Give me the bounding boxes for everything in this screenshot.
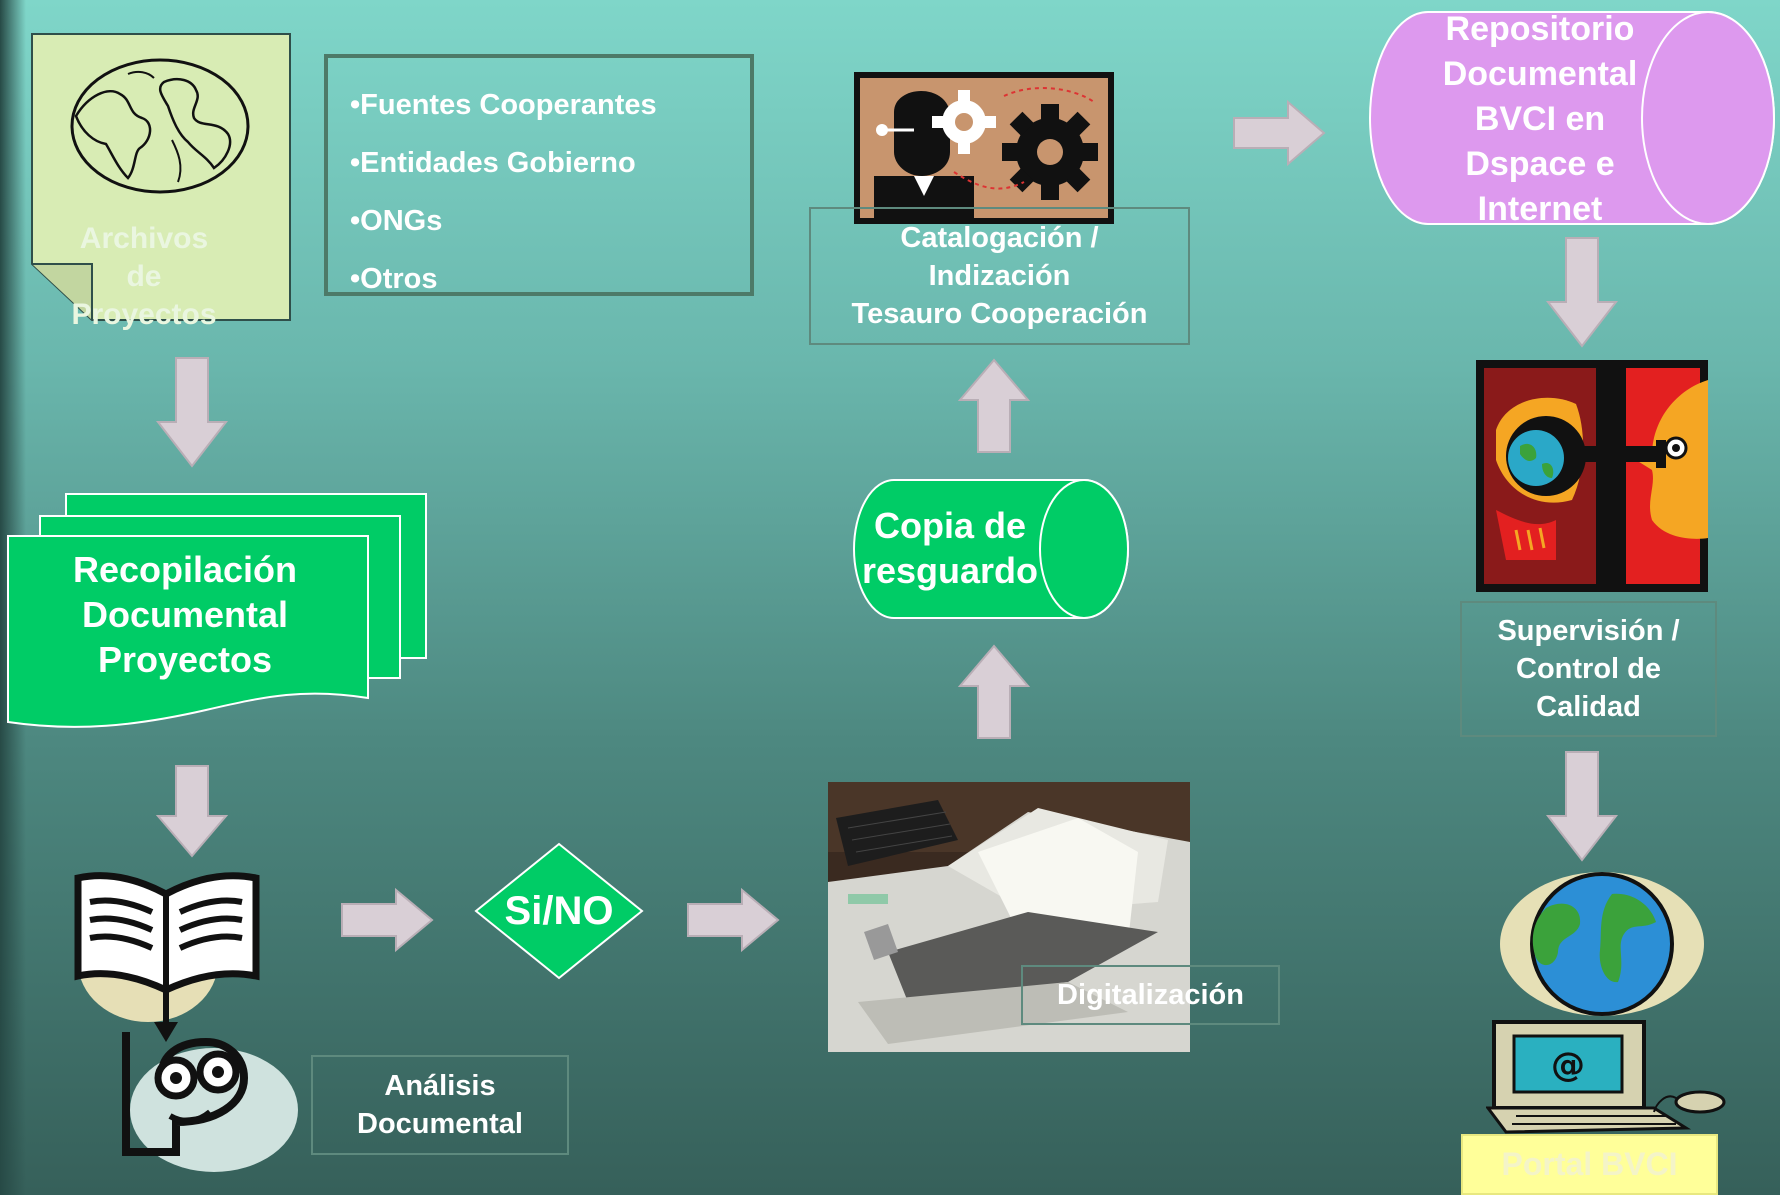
archivos-line-2: de: [126, 260, 162, 293]
analisis-line-2: Documental: [357, 1108, 523, 1140]
globe-icon: [70, 58, 250, 194]
arrow-up-1: [957, 644, 1031, 739]
arrow-up-2: [957, 358, 1031, 453]
repositorio-line-5: Internet: [1477, 189, 1603, 228]
analisis-line-1: Análisis: [384, 1070, 496, 1102]
catalogacion-line-2: Indización: [928, 260, 1071, 292]
source-item-2: •Entidades Gobierno: [350, 147, 636, 179]
catalogacion-line-1: Catalogación /: [900, 222, 1099, 254]
copia-line-1: Copia de: [873, 505, 1026, 546]
catalogacion-label-box: Catalogación / Indización Tesauro Cooper…: [809, 207, 1190, 345]
decision-diamond-shape: [474, 842, 644, 980]
archivos-label: Archivos de Proyectos: [44, 222, 244, 332]
arrow-right-3: [1233, 99, 1326, 167]
copia-line-2: resguardo: [861, 550, 1039, 591]
digitalizacion-label-box: Digitalización: [1021, 965, 1280, 1025]
repositorio-cylinder-shape: [1369, 11, 1775, 225]
recopilacion-line-3: Proyectos: [97, 638, 273, 680]
decision-label: Si/NO: [504, 888, 614, 933]
supervision-line-1: Supervisión /: [1497, 615, 1680, 647]
supervision-line-3: Calidad: [1536, 691, 1641, 723]
book-reader-icon: [74, 872, 298, 1172]
archivos-line-3: Proyectos: [71, 298, 217, 331]
sources-list-box: •Fuentes Cooperantes •Entidades Gobierno…: [324, 54, 754, 296]
arrow-right-1: [341, 887, 434, 953]
source-item-3: •ONGs: [350, 205, 443, 237]
catalogacion-line-3: Tesauro Cooperación: [851, 298, 1148, 330]
svg-text:@: @: [1551, 1045, 1585, 1085]
archivos-document-shape: [31, 33, 291, 321]
recopilacion-multidoc-shape: [7, 493, 427, 728]
analisis-label-box: Análisis Documental: [311, 1055, 569, 1155]
repositorio-line-3: BVCI en: [1474, 99, 1606, 138]
copia-cylinder-shape: [853, 479, 1129, 619]
repositorio-line-4: Dspace e: [1465, 144, 1615, 183]
source-item-4: •Otros: [350, 263, 438, 295]
arrow-down-2: [155, 765, 229, 858]
repositorio-line-2: Documental: [1442, 54, 1638, 93]
supervision-line-2: Control de: [1516, 653, 1661, 685]
archivos-line-1: Archivos: [79, 222, 209, 255]
arrow-down-4: [1545, 751, 1619, 862]
arrow-right-2: [687, 887, 780, 953]
arrow-down-1: [155, 357, 229, 468]
repositorio-line-1: Repositorio: [1445, 9, 1635, 48]
copia-label: Copia de resguardo: [840, 500, 1060, 596]
recopilacion-label: Recopilación Documental Proyectos: [20, 544, 350, 684]
scanner-photo: [828, 782, 1190, 1052]
supervision-label-box: Supervisión / Control de Calidad: [1460, 601, 1717, 737]
computer-globe-icon: @: [1486, 872, 1726, 1134]
gears-man-icon: [854, 72, 1114, 224]
arrow-down-3: [1545, 237, 1619, 348]
recopilacion-line-2: Documental: [81, 593, 289, 635]
source-item-1: •Fuentes Cooperantes: [350, 89, 657, 121]
portal-bvci-box: Portal BVCI: [1461, 1134, 1718, 1195]
telescope-icon: [1476, 360, 1708, 592]
recopilacion-line-1: Recopilación: [72, 548, 298, 590]
repositorio-label: Repositorio Documental BVCI en Dspace e …: [1400, 6, 1680, 232]
